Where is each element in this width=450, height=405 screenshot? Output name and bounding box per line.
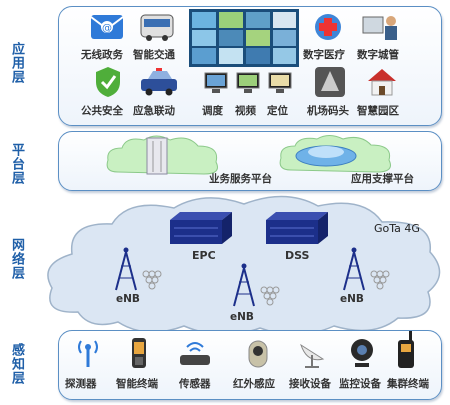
perception-item-label: 探测器 <box>65 378 97 390</box>
platform-disc-icon <box>291 138 361 170</box>
enb-label: eNB <box>116 293 140 305</box>
app-item-label: 公共安全 <box>81 105 123 117</box>
svg-text:@: @ <box>102 23 112 34</box>
perception-item-label: 监控设备 <box>339 378 381 390</box>
walkie-talkie-icon <box>395 331 417 369</box>
layer-label-application: 应用层 <box>9 42 24 84</box>
perception-item-label: 接收设备 <box>289 378 331 390</box>
antenna-icon <box>73 337 103 369</box>
map-icon <box>267 71 293 95</box>
tower-icon <box>336 244 396 292</box>
shield-icon <box>93 65 123 99</box>
house-icon <box>365 65 399 99</box>
tower-icon <box>226 260 286 308</box>
perception-item-label: 智能终端 <box>116 378 158 390</box>
gota-label: GoTa 4G <box>374 222 420 235</box>
phone-icon <box>129 337 149 369</box>
app-item-label: 智慧园区 <box>357 105 399 117</box>
server-rack-icon <box>145 136 169 176</box>
platform-item-label: 业务服务平台 <box>209 173 272 185</box>
perception-layer-panel: 探测器 智能终端 传感器 红外感应 接收设备 监控设备 集群终端 <box>58 330 442 400</box>
medical-icon <box>311 11 345 43</box>
bus-icon <box>137 11 177 43</box>
app-item-label: 数字城管 <box>357 49 399 61</box>
server-icon <box>262 210 330 246</box>
app-item-label: 机场码头 <box>307 105 349 117</box>
infrared-icon <box>243 337 273 369</box>
layer-label-platform: 平台层 <box>9 143 24 185</box>
layer-label-network: 网络层 <box>9 238 24 280</box>
airport-icon <box>313 65 347 99</box>
tower-icon <box>108 244 168 292</box>
epc-label: EPC <box>192 249 216 262</box>
layer-label-perception: 感知层 <box>9 343 24 385</box>
platform-item-label: 应用支撑平台 <box>351 173 414 185</box>
enb-label: eNB <box>230 311 254 323</box>
webcam-icon <box>347 337 377 369</box>
app-item-label: 视频 <box>235 105 256 117</box>
app-item-label: 数字医疗 <box>303 49 345 61</box>
app-item-label: 无线政务 <box>81 49 123 61</box>
platform-layer-panel: 业务服务平台 应用支撑平台 <box>58 131 442 191</box>
video-icon <box>235 71 261 95</box>
app-item-label: 调度 <box>202 105 223 117</box>
app-item-label: 智能交通 <box>133 49 175 61</box>
application-layer-panel: @ 无线政务 智能交通 数字医疗 数字城管 公 <box>58 6 442 126</box>
police-car-icon <box>139 67 179 97</box>
app-item-label: 应急联动 <box>133 105 175 117</box>
dss-label: DSS <box>285 249 310 262</box>
dish-icon <box>297 337 329 369</box>
monitor-wall-icon <box>189 9 299 67</box>
server-icon <box>166 210 234 246</box>
enb-label: eNB <box>340 293 364 305</box>
perception-item-label: 集群终端 <box>387 378 429 390</box>
perception-item-label: 红外感应 <box>233 378 275 390</box>
worker-icon <box>361 11 401 43</box>
mail-icon: @ <box>89 11 125 43</box>
app-item-label: 定位 <box>267 105 288 117</box>
router-icon <box>177 339 213 369</box>
perception-item-label: 传感器 <box>179 378 211 390</box>
dispatch-icon <box>203 71 229 95</box>
